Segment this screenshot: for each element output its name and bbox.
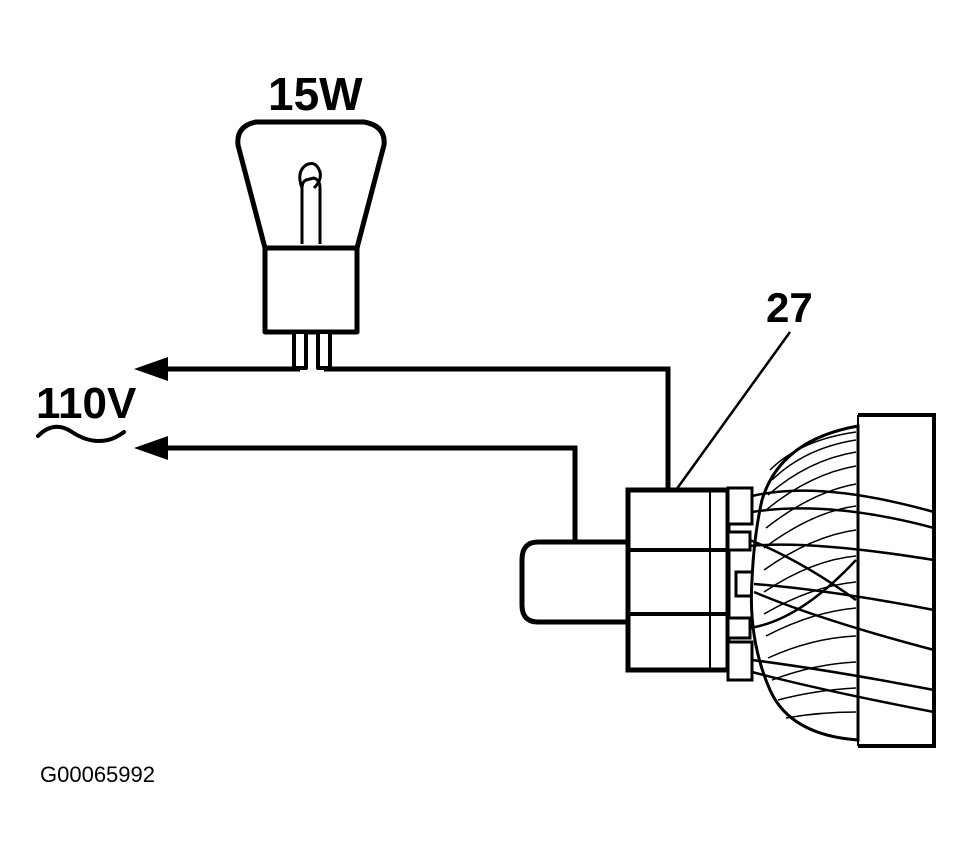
connector-block bbox=[625, 487, 731, 673]
callout-number-27: 27 bbox=[766, 284, 813, 331]
lamp-rating-label: 15W bbox=[268, 68, 363, 120]
lamp-bulb-glass bbox=[235, 119, 387, 251]
ac-wave-icon bbox=[36, 424, 126, 443]
arrowhead-lower bbox=[134, 436, 168, 460]
arrowhead-upper bbox=[134, 357, 168, 381]
connector-pins bbox=[726, 486, 756, 682]
wiring bbox=[160, 366, 671, 542]
test-lamp bbox=[235, 119, 387, 370]
test-probe bbox=[519, 539, 628, 625]
wire-lamp-to-connector bbox=[324, 366, 671, 490]
stator-winding bbox=[749, 413, 936, 748]
lamp-contact-right bbox=[316, 330, 332, 370]
supply-voltage-label: 110V bbox=[36, 379, 137, 428]
lamp-base bbox=[262, 245, 360, 335]
callout-leader-27 bbox=[674, 331, 792, 491]
wire-supply-to-probe bbox=[160, 445, 578, 542]
lamp-contact-left bbox=[292, 330, 308, 370]
lamp-filament-tip bbox=[298, 162, 322, 190]
figure-code: G00065992 bbox=[40, 762, 155, 787]
